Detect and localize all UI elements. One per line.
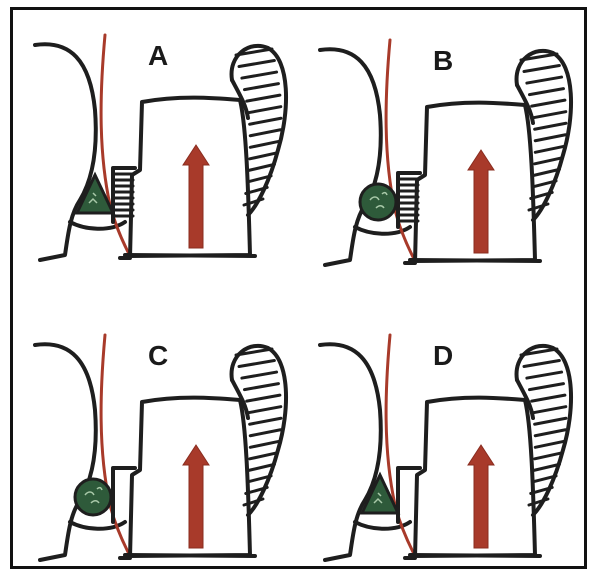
lobe-hatch-line — [535, 441, 564, 447]
lobe-hatch-line — [247, 395, 280, 401]
panel-d: D — [320, 335, 571, 560]
lobe-hatch-line — [529, 384, 563, 390]
panel-c: C — [35, 335, 286, 560]
lobe-hatch-line — [250, 153, 277, 159]
main-block-outline — [405, 103, 535, 263]
lobe-hatch-line — [535, 430, 565, 436]
lobe-hatch-line — [244, 384, 278, 390]
main-block-outline — [120, 98, 250, 258]
base-line — [125, 555, 255, 556]
lobe-hatch-line — [527, 372, 562, 378]
lobe-hatch-line — [535, 146, 564, 152]
lobe-hatch-line — [532, 395, 565, 401]
lobe-hatch-line — [535, 158, 562, 164]
lobe-hatch-line — [239, 361, 274, 367]
lobe-hatch-line — [524, 361, 559, 367]
panel-label-c: C — [148, 340, 168, 371]
lobe-hatch-line — [242, 72, 277, 78]
lobe-hatch-line — [532, 100, 565, 106]
lobe-hatch-line — [242, 372, 277, 378]
lobe-hatch-line — [250, 418, 281, 424]
lobe-hatch-line — [248, 407, 280, 413]
circle-seal — [75, 479, 111, 515]
lobe-hatch-line — [529, 89, 563, 95]
lobe-hatch-line — [535, 123, 566, 129]
lobe-hatch-line — [239, 61, 274, 67]
base-line — [125, 255, 255, 256]
panel-a: A — [35, 35, 286, 260]
lobe-hatch-line — [533, 407, 565, 413]
lobe-hatch-line — [250, 453, 277, 459]
main-block-outline — [120, 398, 250, 558]
lobe-hatch-line — [250, 141, 279, 147]
panel-label-d: D — [433, 340, 453, 371]
red-arrow — [468, 445, 494, 548]
panel-label-a: A — [148, 40, 168, 71]
red-arrow — [468, 150, 494, 253]
base-line — [410, 555, 540, 556]
panels-group: A B C D — [35, 35, 571, 560]
lobe-hatch-line — [250, 130, 280, 136]
red-arrow — [183, 445, 209, 548]
lobe-hatch-line — [535, 453, 562, 459]
lobe-hatch-line — [250, 430, 280, 436]
lobe-hatch-line — [248, 107, 280, 113]
base-line — [410, 260, 540, 261]
lobe-hatch-line — [244, 84, 278, 90]
lobe-hatch-line — [527, 77, 562, 83]
lobe-hatch-line — [250, 118, 281, 124]
main-block-outline — [405, 398, 535, 558]
lobe-hatch-line — [535, 135, 565, 141]
lobe-hatch-line — [524, 66, 559, 72]
lobe-hatch-line — [247, 95, 280, 101]
lobe-hatch-line — [535, 418, 566, 424]
red-arrow — [183, 145, 209, 248]
circle-seal — [360, 184, 396, 220]
panel-b: B — [320, 40, 571, 265]
lobe-hatch-line — [533, 112, 565, 118]
lobe-hatch-line — [250, 441, 279, 447]
panel-label-b: B — [433, 45, 453, 76]
